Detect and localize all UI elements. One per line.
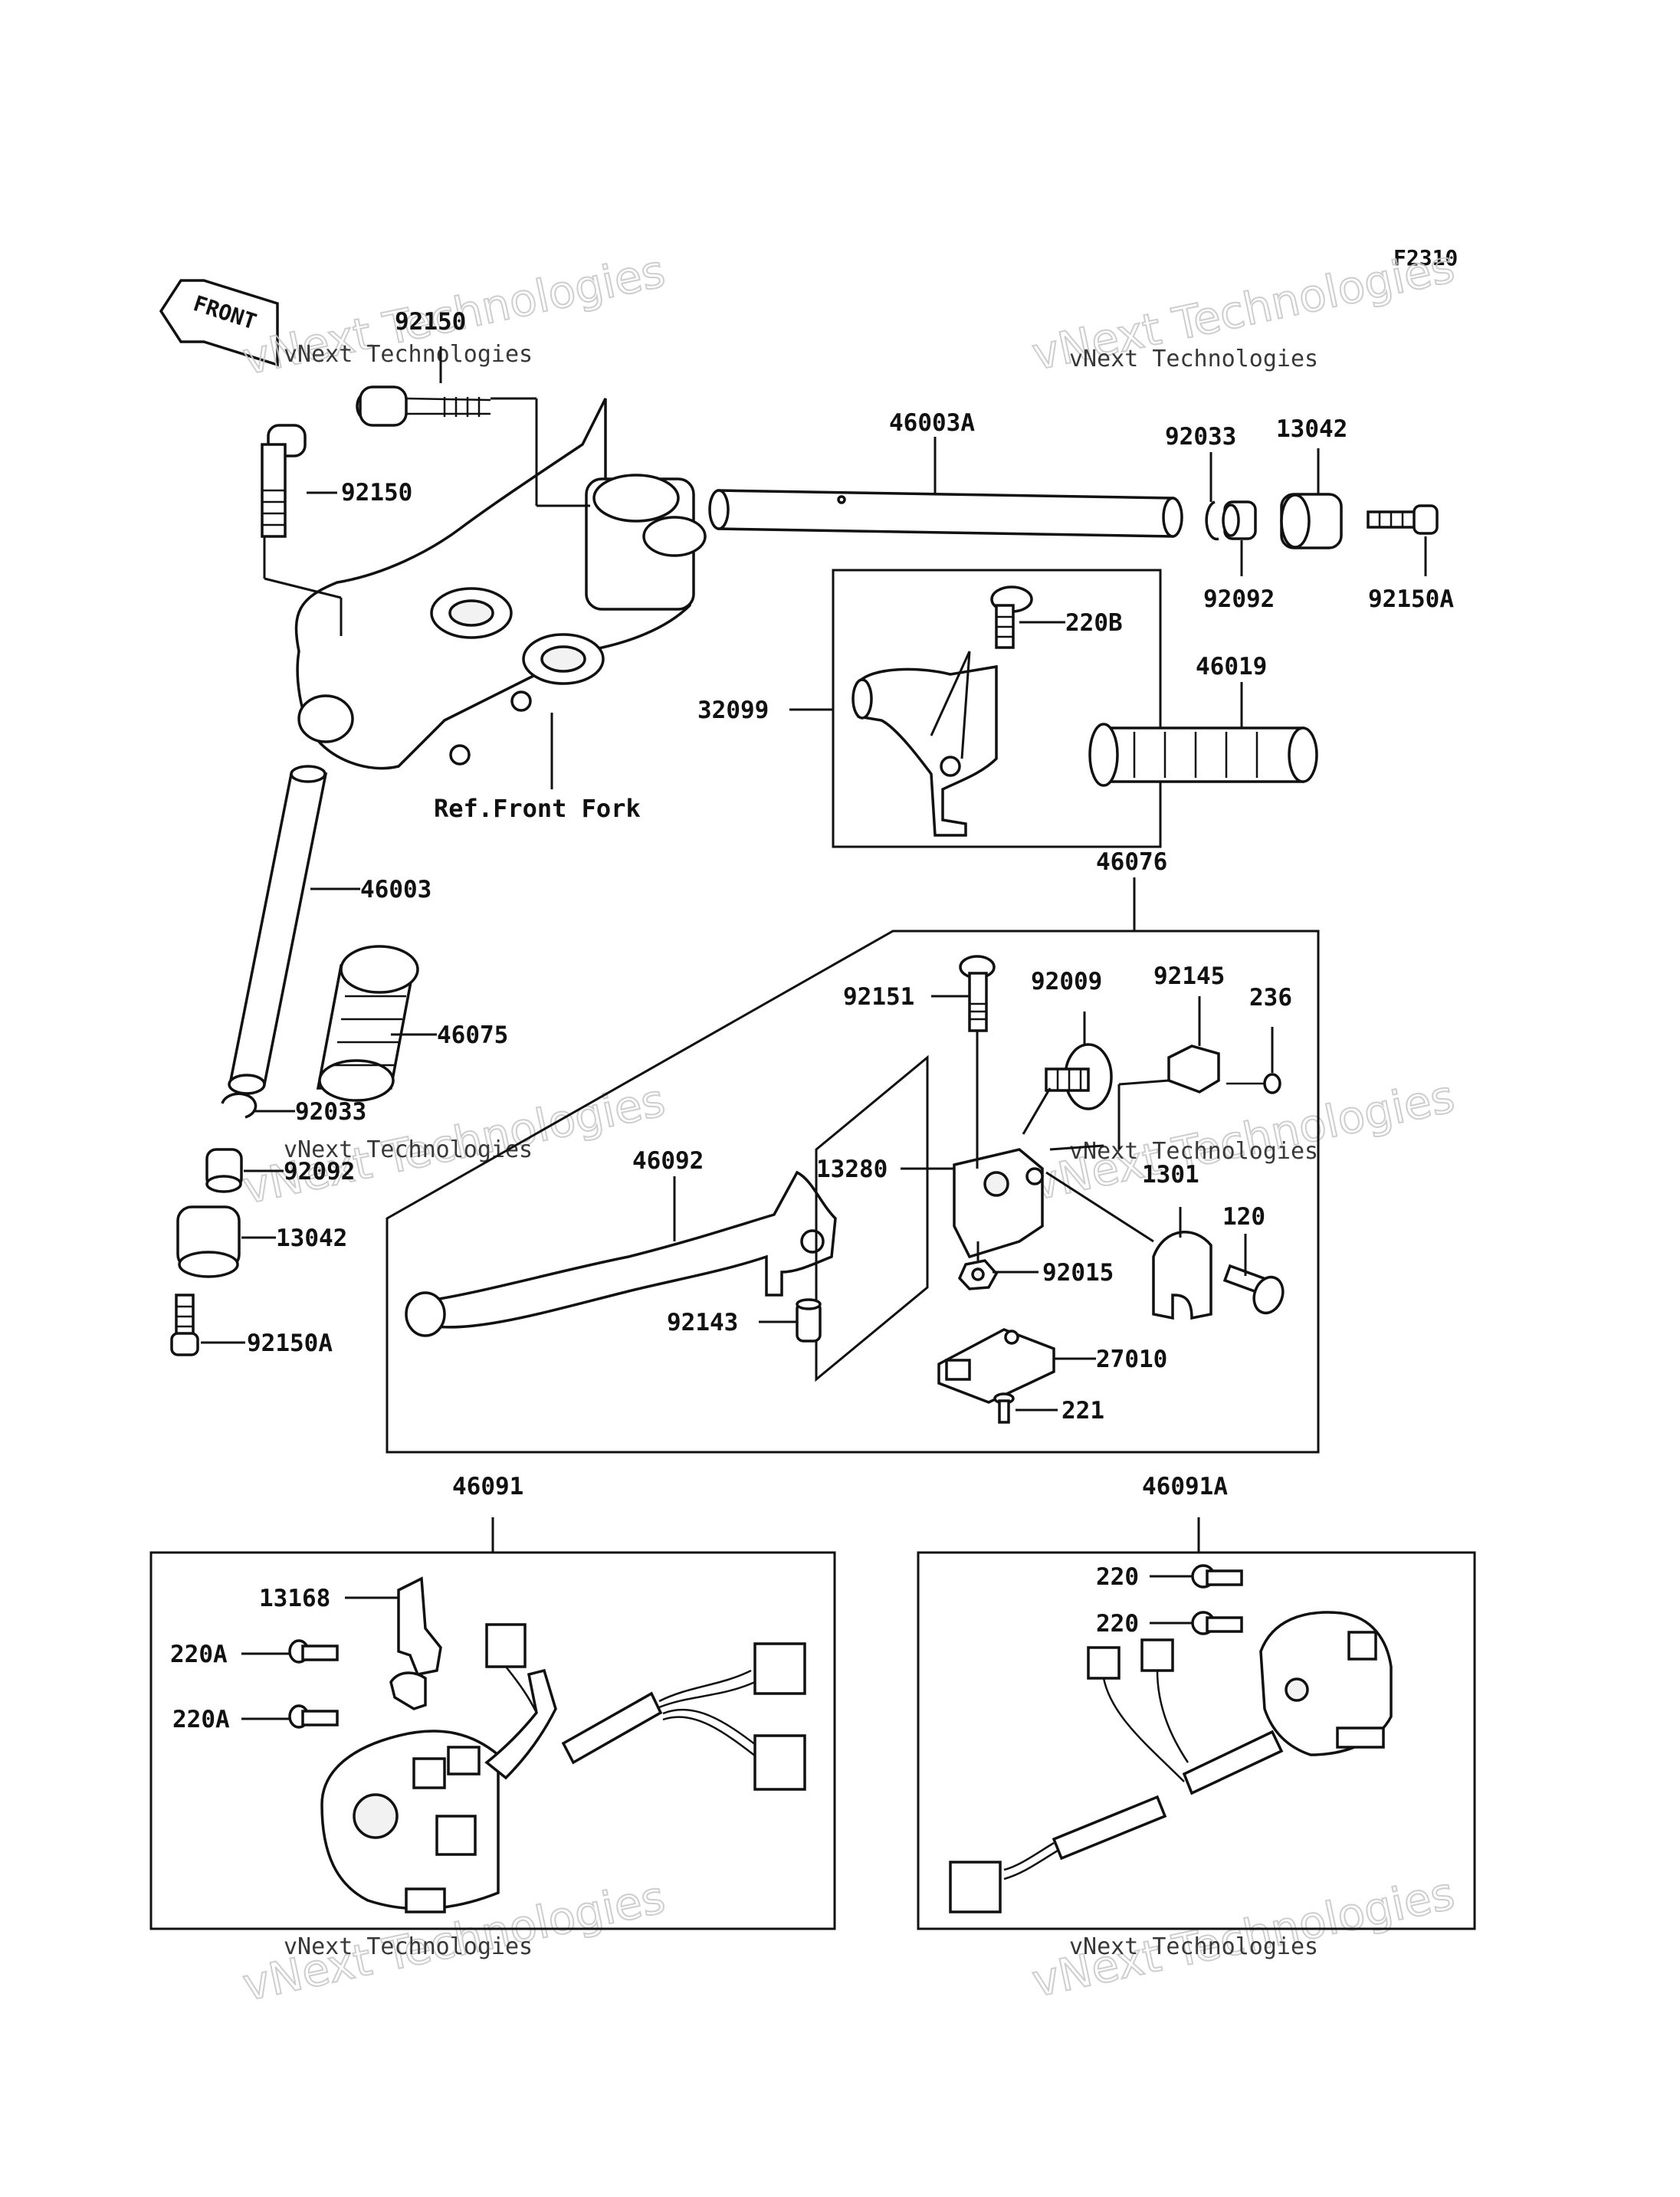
svg-text:vNext Technologies: vNext Technologies — [1069, 346, 1318, 372]
label-46019: 46019 — [1196, 653, 1267, 680]
weight-13042-left — [176, 1205, 241, 1278]
svg-text:vNext Technologies: vNext Technologies — [1069, 1138, 1318, 1165]
grip-46019 — [1088, 723, 1318, 787]
label-92033-top: 92033 — [1165, 423, 1236, 451]
screw-236 — [1226, 1073, 1281, 1094]
label-27010: 27010 — [1096, 1346, 1167, 1373]
lever-bracket-13280 — [953, 1148, 1044, 1259]
label-1301: 1301 — [1142, 1161, 1199, 1189]
svg-text:vNext Technologies: vNext Technologies — [1069, 1933, 1318, 1960]
wire-harness — [484, 1623, 806, 1791]
bolt-92150A-top — [1367, 504, 1439, 535]
switch-housing-46091A — [1259, 1611, 1393, 1756]
label-46003: 46003 — [360, 876, 431, 903]
wire-harness-right — [949, 1638, 1284, 1913]
cable-guide-13168 — [389, 1576, 442, 1710]
label-92150-mid: 92150 — [341, 479, 412, 507]
label-92143: 92143 — [667, 1309, 738, 1336]
upper-triple-clamp — [294, 398, 707, 770]
label-220-2: 220 — [1096, 1610, 1139, 1638]
clutch-assembly-box — [386, 930, 1320, 1454]
throttle-32099 — [851, 664, 998, 837]
screw-220A-1 — [288, 1639, 339, 1664]
label-46076: 46076 — [1096, 848, 1167, 876]
bolt-92150-mid — [261, 424, 307, 538]
screw-220-1 — [1191, 1564, 1243, 1589]
label-13168: 13168 — [259, 1585, 330, 1612]
bolt-92150-top — [356, 385, 491, 427]
pivot-bolt-92151 — [959, 955, 996, 1032]
label-13042-left: 13042 — [276, 1225, 347, 1252]
label-92015: 92015 — [1042, 1259, 1114, 1287]
circlip-92033-top — [1205, 500, 1219, 541]
screw-220B — [990, 585, 1033, 649]
label-46091: 46091 — [452, 1473, 523, 1500]
circlip-92033-left — [221, 1092, 258, 1119]
switch-housing-46091 — [320, 1730, 500, 1913]
label-46092: 46092 — [632, 1147, 704, 1175]
damper-92092-left — [205, 1148, 243, 1193]
screw-221 — [993, 1392, 1015, 1424]
label-92092-left: 92092 — [284, 1158, 355, 1185]
adjuster-92009 — [1045, 1043, 1113, 1110]
screw-220-2 — [1191, 1611, 1243, 1635]
svg-text:vNext Technologies: vNext Technologies — [284, 341, 533, 368]
label-92092-top: 92092 — [1203, 585, 1275, 613]
label-46075: 46075 — [437, 1021, 508, 1049]
diagram-id: F2310 — [1393, 245, 1458, 271]
handlebar-46003A — [708, 489, 1183, 538]
label-92150-top: 92150 — [395, 308, 466, 336]
label-46003A: 46003A — [889, 409, 975, 437]
label-220A-2: 220A — [172, 1706, 230, 1733]
nut-92015 — [957, 1259, 999, 1290]
lever-46092 — [405, 1170, 837, 1337]
label-46091A: 46091A — [1142, 1473, 1228, 1500]
label-236: 236 — [1249, 984, 1292, 1012]
bolt-92150A-left — [170, 1294, 199, 1356]
clutch-switch-27010 — [937, 1328, 1055, 1404]
label-92150A-top: 92150A — [1368, 585, 1454, 613]
weight-13042-top — [1280, 493, 1343, 549]
handlebar-46003 — [228, 765, 328, 1095]
label-221: 221 — [1061, 1397, 1104, 1425]
bracket-92145 — [1167, 1044, 1220, 1094]
bolt-120 — [1222, 1264, 1285, 1315]
label-220B: 220B — [1065, 609, 1123, 637]
ref-front-fork: Ref.Front Fork — [434, 794, 641, 823]
label-13280: 13280 — [816, 1156, 888, 1183]
label-92150A-left: 92150A — [247, 1330, 333, 1357]
label-220A-1: 220A — [170, 1641, 228, 1668]
label-32099: 32099 — [697, 697, 769, 724]
label-13042-top: 13042 — [1276, 415, 1347, 443]
label-92009: 92009 — [1031, 968, 1102, 995]
right-switch-box — [917, 1551, 1476, 1930]
label-92151: 92151 — [843, 983, 914, 1011]
label-92033-left: 92033 — [295, 1098, 366, 1126]
svg-text:vNext Technologies: vNext Technologies — [284, 1933, 533, 1960]
screw-220A-2 — [288, 1704, 339, 1729]
grip-46075 — [316, 945, 419, 1102]
front-arrow-icon: FRONT — [159, 279, 279, 367]
clamp-1301 — [1152, 1231, 1212, 1320]
collar-92143 — [796, 1298, 822, 1343]
label-92145: 92145 — [1153, 962, 1225, 990]
damper-92092-top — [1222, 500, 1257, 540]
label-120: 120 — [1222, 1203, 1265, 1231]
label-220-1: 220 — [1096, 1563, 1139, 1591]
